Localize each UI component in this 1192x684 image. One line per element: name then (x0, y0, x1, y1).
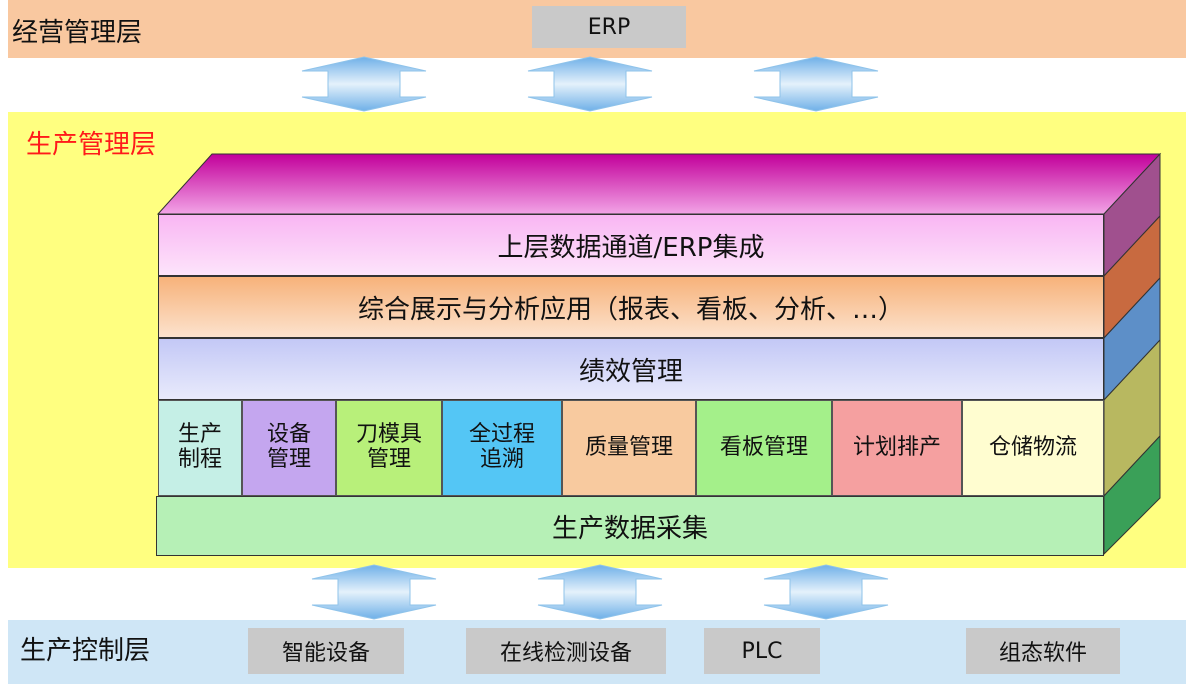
double-arrow-icon (527, 56, 653, 112)
device-box-smart-equipment: 智能设备 (248, 628, 404, 674)
device-box-online-inspection: 在线检测设备 (466, 628, 666, 674)
double-arrow-icon (763, 564, 889, 620)
double-arrow-icon (753, 56, 879, 112)
performance-slab: 绩效管理 (158, 338, 1104, 400)
module-label: 仓储物流 (988, 434, 1077, 460)
double-arrow-icon (311, 564, 437, 620)
module-label: 看板管理 (719, 434, 808, 460)
module-label: 全过程追溯 (468, 422, 535, 472)
module-label: 刀模具管理 (355, 422, 422, 472)
management-layer-title: 经营管理层 (12, 18, 143, 48)
block-3d-faces (156, 152, 1162, 556)
module-scheduling: 计划排产 (832, 400, 962, 496)
production-layer-title: 生产管理层 (26, 130, 157, 160)
module-production-process: 生产制程 (158, 400, 242, 496)
double-arrow-icon (537, 564, 663, 620)
module-kanban: 看板管理 (696, 400, 832, 496)
upper-data-channel-slab: 上层数据通道/ERP集成 (158, 214, 1104, 276)
module-warehouse: 仓储物流 (962, 400, 1104, 496)
module-tooling: 刀模具管理 (336, 400, 442, 496)
module-label: 质量管理 (584, 434, 673, 460)
double-arrow-icon (301, 56, 427, 112)
module-label: 生产制程 (177, 422, 222, 472)
analytics-slab: 综合展示与分析应用（报表、看板、分析、…） (158, 276, 1104, 338)
control-layer-title: 生产控制层 (20, 636, 151, 666)
device-box-config-software: 组态软件 (966, 628, 1120, 674)
module-label: 设备管理 (266, 422, 311, 472)
device-box-plc: PLC (704, 628, 820, 674)
erp-box: ERP (532, 6, 686, 48)
module-traceability: 全过程追溯 (442, 400, 562, 496)
module-quality: 质量管理 (562, 400, 696, 496)
module-equipment: 设备管理 (242, 400, 336, 496)
data-collection-slab: 生产数据采集 (156, 496, 1104, 556)
module-label: 计划排产 (852, 434, 941, 460)
